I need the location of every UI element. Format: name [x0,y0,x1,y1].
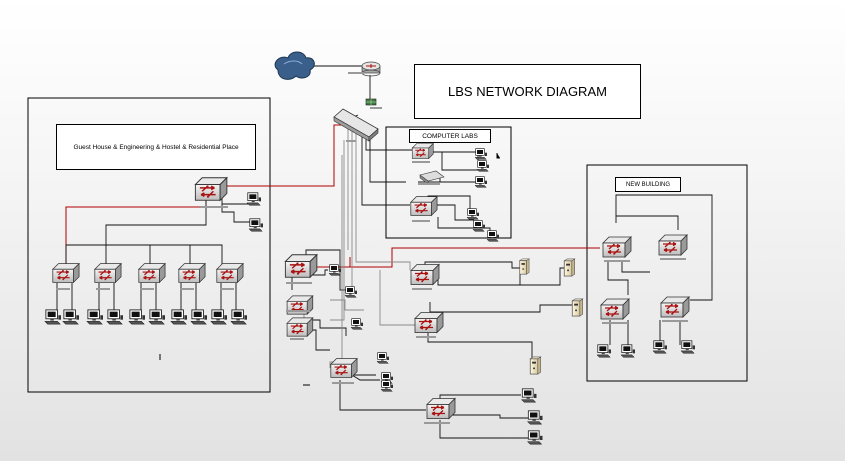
server-icons [519,258,584,375]
switch-icons [52,143,690,420]
device-caption-marks [56,72,688,424]
new-building-region [586,164,748,382]
guest-house-section-title: Guest House & Engineering & Hostel & Res… [56,124,256,170]
new-building-section-title: NEW BUILDING [615,177,681,192]
pc-icons [44,148,696,445]
region-boxes [27,97,748,393]
computer-labs-section-title: COMPUTER LABS [409,129,491,143]
firewall-icon [365,98,377,106]
page-title: LBS NETWORK DIAGRAM [414,64,641,119]
cloud-icon [274,51,315,80]
router-icon [361,61,381,77]
hub-icon [333,108,379,142]
stray-marks [159,153,500,386]
lab-flat-switch-icon [419,170,445,185]
computer-labs-region [385,126,512,239]
gray-links [303,125,416,368]
guest-house-region [27,97,271,393]
